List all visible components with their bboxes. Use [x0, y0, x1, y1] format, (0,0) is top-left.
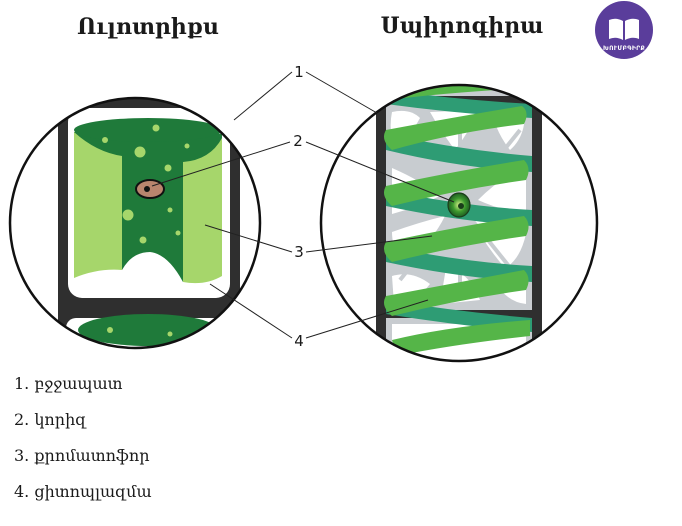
legend-item-cell-wall: 1. բջջապատ	[14, 372, 152, 408]
callout-3: 3	[294, 243, 304, 261]
title-ulothrix: Ուլոտրիքս	[77, 14, 219, 40]
legend-item-nucleus: 2. կորիզ	[14, 408, 152, 444]
open-book-icon	[609, 18, 639, 40]
ulothrix-cell-view	[10, 98, 260, 348]
leader-lines	[151, 71, 455, 339]
legend-text: ցիտոպլազմա	[34, 482, 152, 501]
callout-2: 2	[293, 132, 303, 150]
legend-number: 2.	[14, 410, 30, 429]
lens-circle-left	[8, 96, 262, 350]
logo-badge: ԽՈՒՄԲԳԻՐՔ	[595, 1, 653, 59]
legend-item-cytoplasm: 4. ցիտոպլազմա	[14, 480, 152, 516]
lens-circle-right	[319, 83, 599, 363]
callout-4: 4	[294, 332, 304, 350]
legend-number: 3.	[14, 446, 30, 465]
spirogyra-cell-view	[321, 85, 597, 361]
legend-number: 4.	[14, 482, 30, 501]
chromatophore-band	[74, 118, 222, 284]
legend-text: բջջապատ	[34, 374, 123, 393]
legend-item-chromatophore: 3. քրոմատոֆոր	[14, 444, 152, 480]
legend-text: քրոմատոֆոր	[34, 446, 150, 465]
nucleus	[135, 179, 165, 199]
legend-list: 1. բջջապատ 2. կորիզ 3. քրոմատոֆոր 4. ցիտ…	[14, 372, 152, 516]
nucleus-spirogyra	[447, 192, 471, 218]
callout-1: 1	[294, 63, 304, 81]
title-spirogyra: Սպիրոգիրա	[381, 13, 544, 39]
legend-number: 1.	[14, 374, 30, 393]
logo-text: ԽՈՒՄԲԳԻՐՔ	[603, 45, 645, 52]
legend-text: կորիզ	[34, 410, 87, 429]
